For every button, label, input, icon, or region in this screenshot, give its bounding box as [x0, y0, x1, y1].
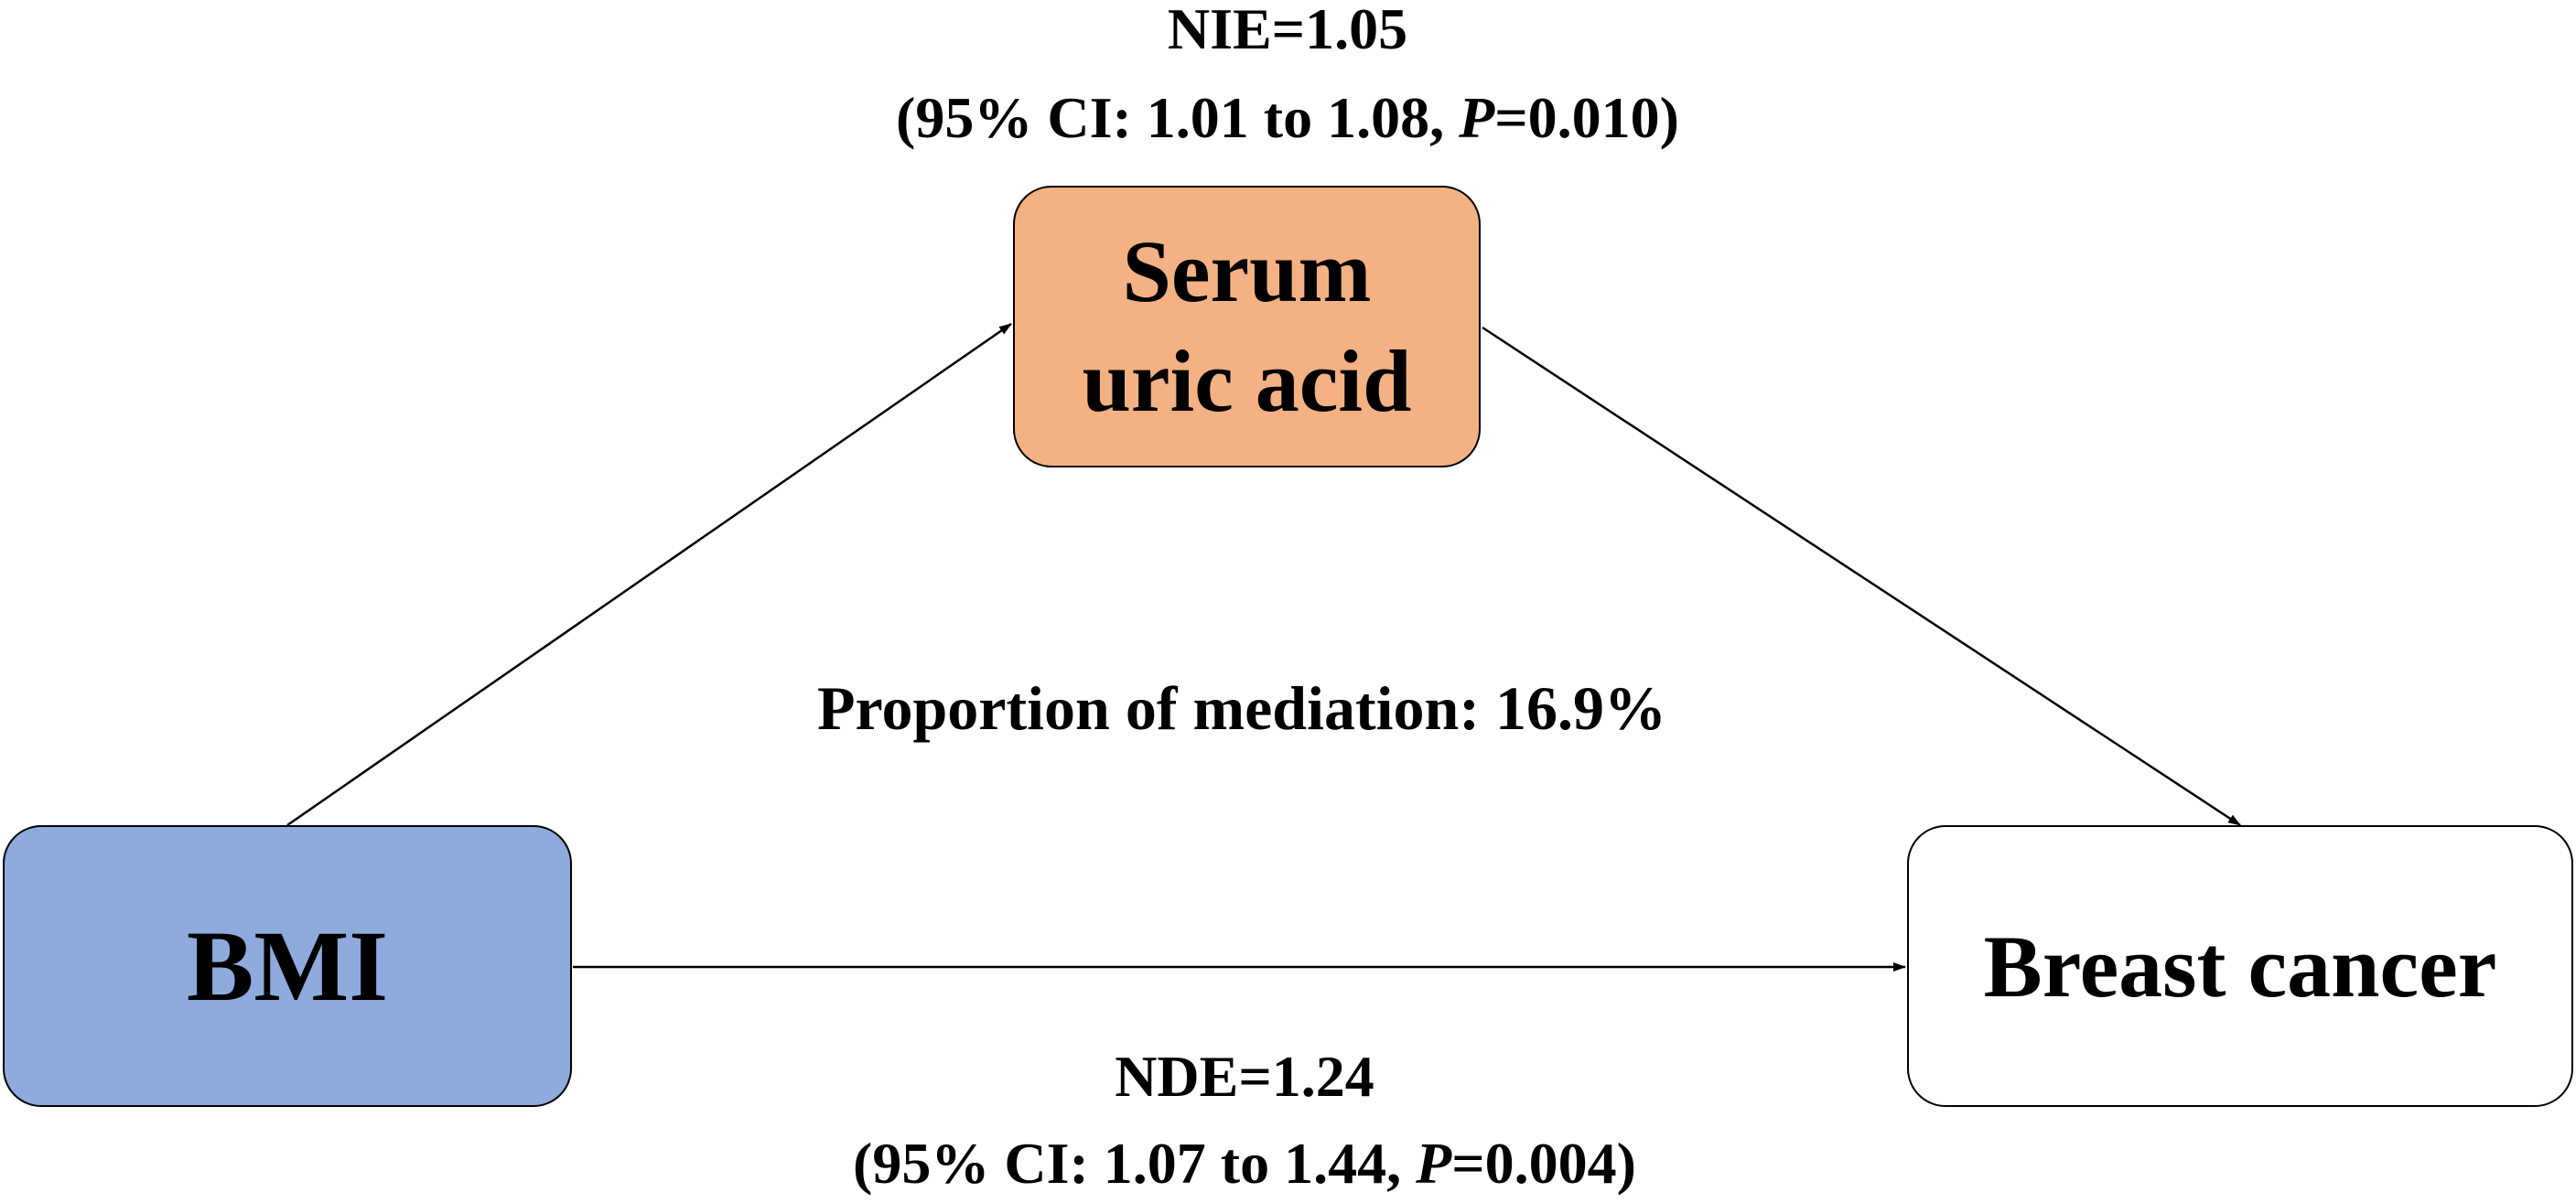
nde-p-symbol: P — [1416, 1131, 1452, 1196]
nie-p-value: =0.010) — [1494, 85, 1679, 150]
nie-p-symbol: P — [1459, 85, 1495, 150]
nde-p-value: =0.004) — [1451, 1131, 1636, 1196]
nie-label: NIE=1.05 — [1167, 0, 1408, 61]
nde-label: NDE=1.24 — [1115, 1044, 1374, 1109]
mediator-label-line1: Serum — [1122, 222, 1372, 320]
nde-ci-text: (95% CI: 1.07 to 1.44, — [853, 1131, 1417, 1196]
arrow-exposure-to-mediator — [286, 322, 1012, 827]
outcome-node: Breast cancer — [1907, 825, 2573, 1107]
nde-ci-label: (95% CI: 1.07 to 1.44, P=0.004) — [512, 1134, 1977, 1193]
outcome-label: Breast cancer — [1983, 917, 2497, 1015]
exposure-node: BMI — [3, 825, 572, 1107]
mediation-proportion-label: Proportion of mediation: 16.9% — [816, 673, 1667, 743]
arrow-mediator-to-outcome — [1482, 326, 2241, 827]
mediator-label-line2: uric acid — [1082, 332, 1412, 430]
nie-ci-text: (95% CI: 1.01 to 1.08, — [896, 85, 1460, 150]
nie-ci-label: (95% CI: 1.01 to 1.08, P=0.010) — [555, 89, 2020, 147]
exposure-label: BMI — [187, 909, 388, 1022]
mediator-node: Serum uric acid — [1013, 186, 1481, 467]
